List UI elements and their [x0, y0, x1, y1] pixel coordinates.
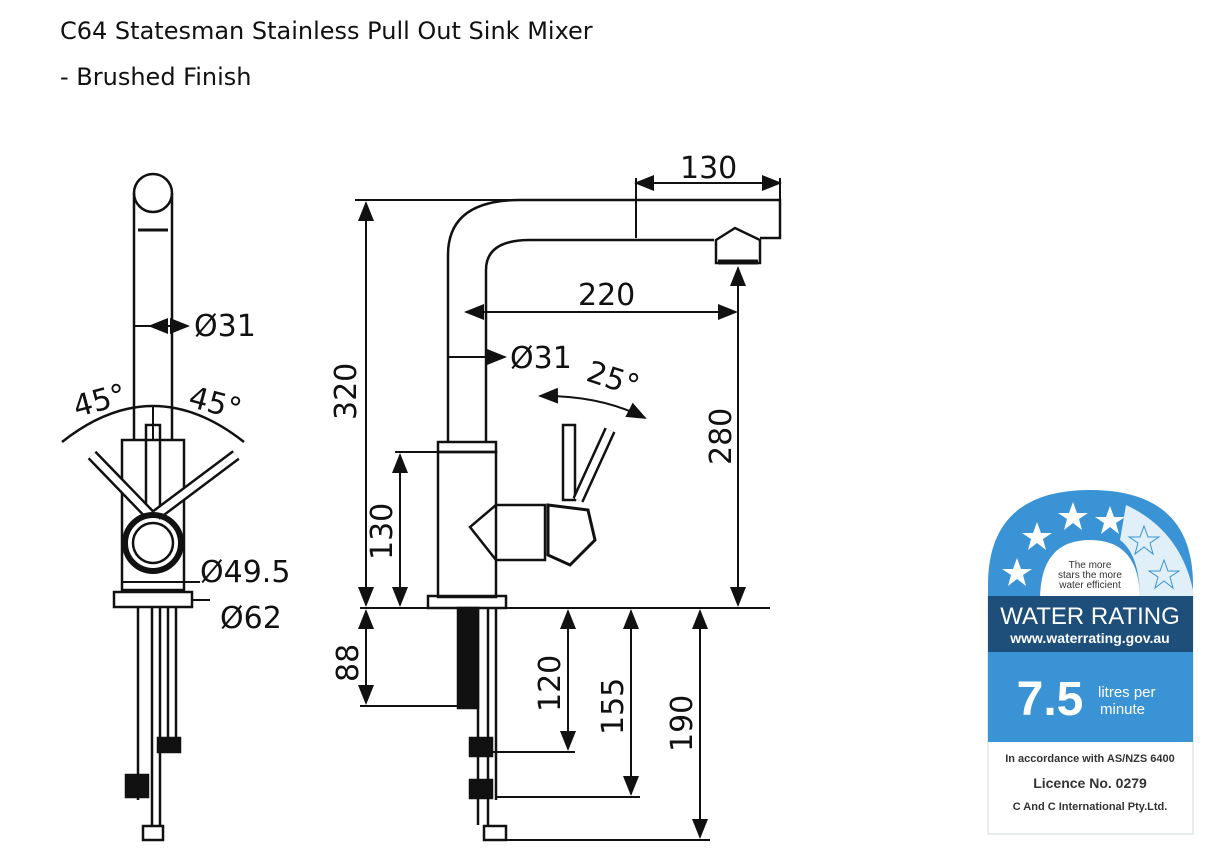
front-angle-left: 45°	[70, 377, 130, 425]
side-dimension-lines	[355, 175, 782, 841]
side-shank-120: 120	[533, 655, 568, 712]
tagline-3: water efficient	[1058, 580, 1121, 591]
side-body-130: 130	[365, 503, 400, 560]
side-shank-190: 190	[665, 695, 700, 752]
flow-unit-1: litres per	[1098, 684, 1156, 701]
side-height-320: 320	[329, 363, 364, 420]
side-spout-reach-220: 220	[578, 278, 635, 313]
side-shank-88: 88	[331, 644, 366, 682]
water-rating-website: www.waterrating.gov.au	[1009, 630, 1169, 646]
side-view	[360, 198, 782, 842]
front-angle-right: 45°	[185, 380, 245, 428]
side-dia-spout: Ø31	[510, 341, 572, 376]
tagline-1: The more	[1069, 560, 1112, 571]
licence-text: Licence No. 0279	[1033, 775, 1147, 791]
standard-text: In accordance with AS/NZS 6400	[1005, 753, 1175, 765]
empty-star-icons	[1127, 524, 1181, 590]
water-rating-badge: The more stars the more water efficient …	[987, 490, 1194, 835]
side-height-280: 280	[704, 408, 739, 465]
side-lever-angle: 25°	[582, 355, 643, 405]
front-dia-body: Ø49.5	[200, 555, 290, 590]
company-text: C And C International Pty.Ltd.	[1013, 801, 1168, 813]
product-title: C64 Statesman Stainless Pull Out Sink Mi…	[60, 17, 593, 45]
star-icons	[1002, 502, 1125, 586]
front-view	[61, 172, 245, 842]
front-dia-spout: Ø31	[194, 309, 256, 344]
flow-unit-2: minute	[1100, 701, 1145, 718]
flow-rate-value: 7.5	[1017, 673, 1084, 726]
side-reach-130: 130	[680, 151, 737, 186]
front-dimension-lines	[122, 318, 210, 601]
side-shank-155: 155	[596, 678, 631, 735]
water-rating-heading: WATER RATING	[1000, 603, 1180, 630]
front-dia-base: Ø62	[220, 601, 282, 636]
product-finish: - Brushed Finish	[60, 63, 252, 91]
tagline-2: stars the more	[1058, 570, 1122, 581]
